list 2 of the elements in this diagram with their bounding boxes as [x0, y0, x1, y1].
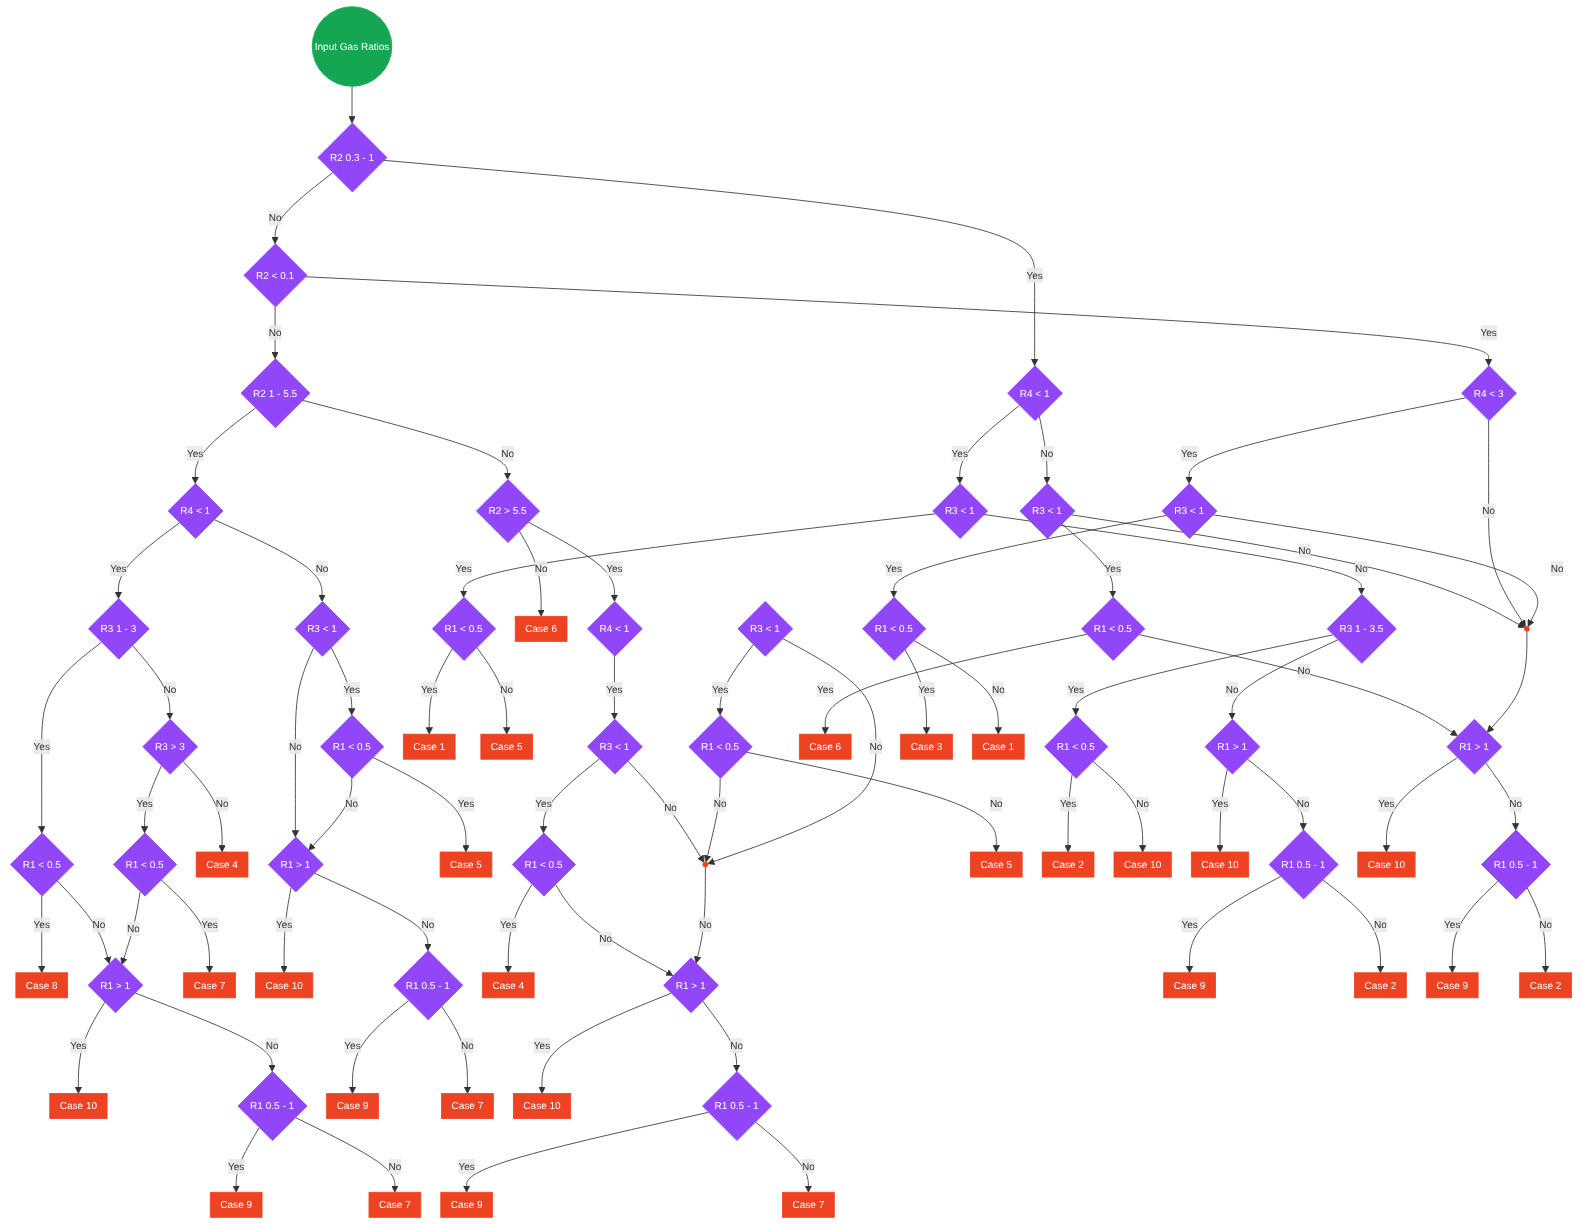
node-circle	[702, 861, 709, 868]
node-circle	[1523, 625, 1530, 632]
